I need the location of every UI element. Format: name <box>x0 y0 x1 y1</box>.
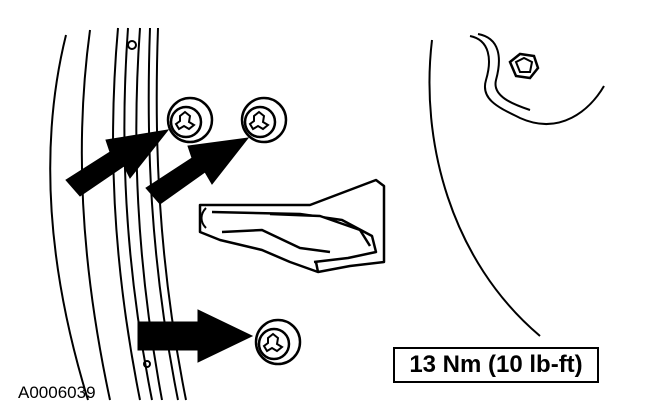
torx-bolt <box>166 96 214 144</box>
torx-bolt <box>240 96 288 144</box>
hex-bolt <box>508 52 540 80</box>
door-check-strap <box>198 178 386 274</box>
torque-spec-label: 13 Nm (10 lb-ft) <box>393 347 599 383</box>
torx-bolt <box>254 318 302 366</box>
figure-id: A0006039 <box>18 383 96 402</box>
door-panel-outline <box>428 33 605 337</box>
arrow <box>137 309 254 363</box>
arrow <box>145 137 250 205</box>
door-frame <box>49 27 187 401</box>
arrow <box>65 129 170 197</box>
